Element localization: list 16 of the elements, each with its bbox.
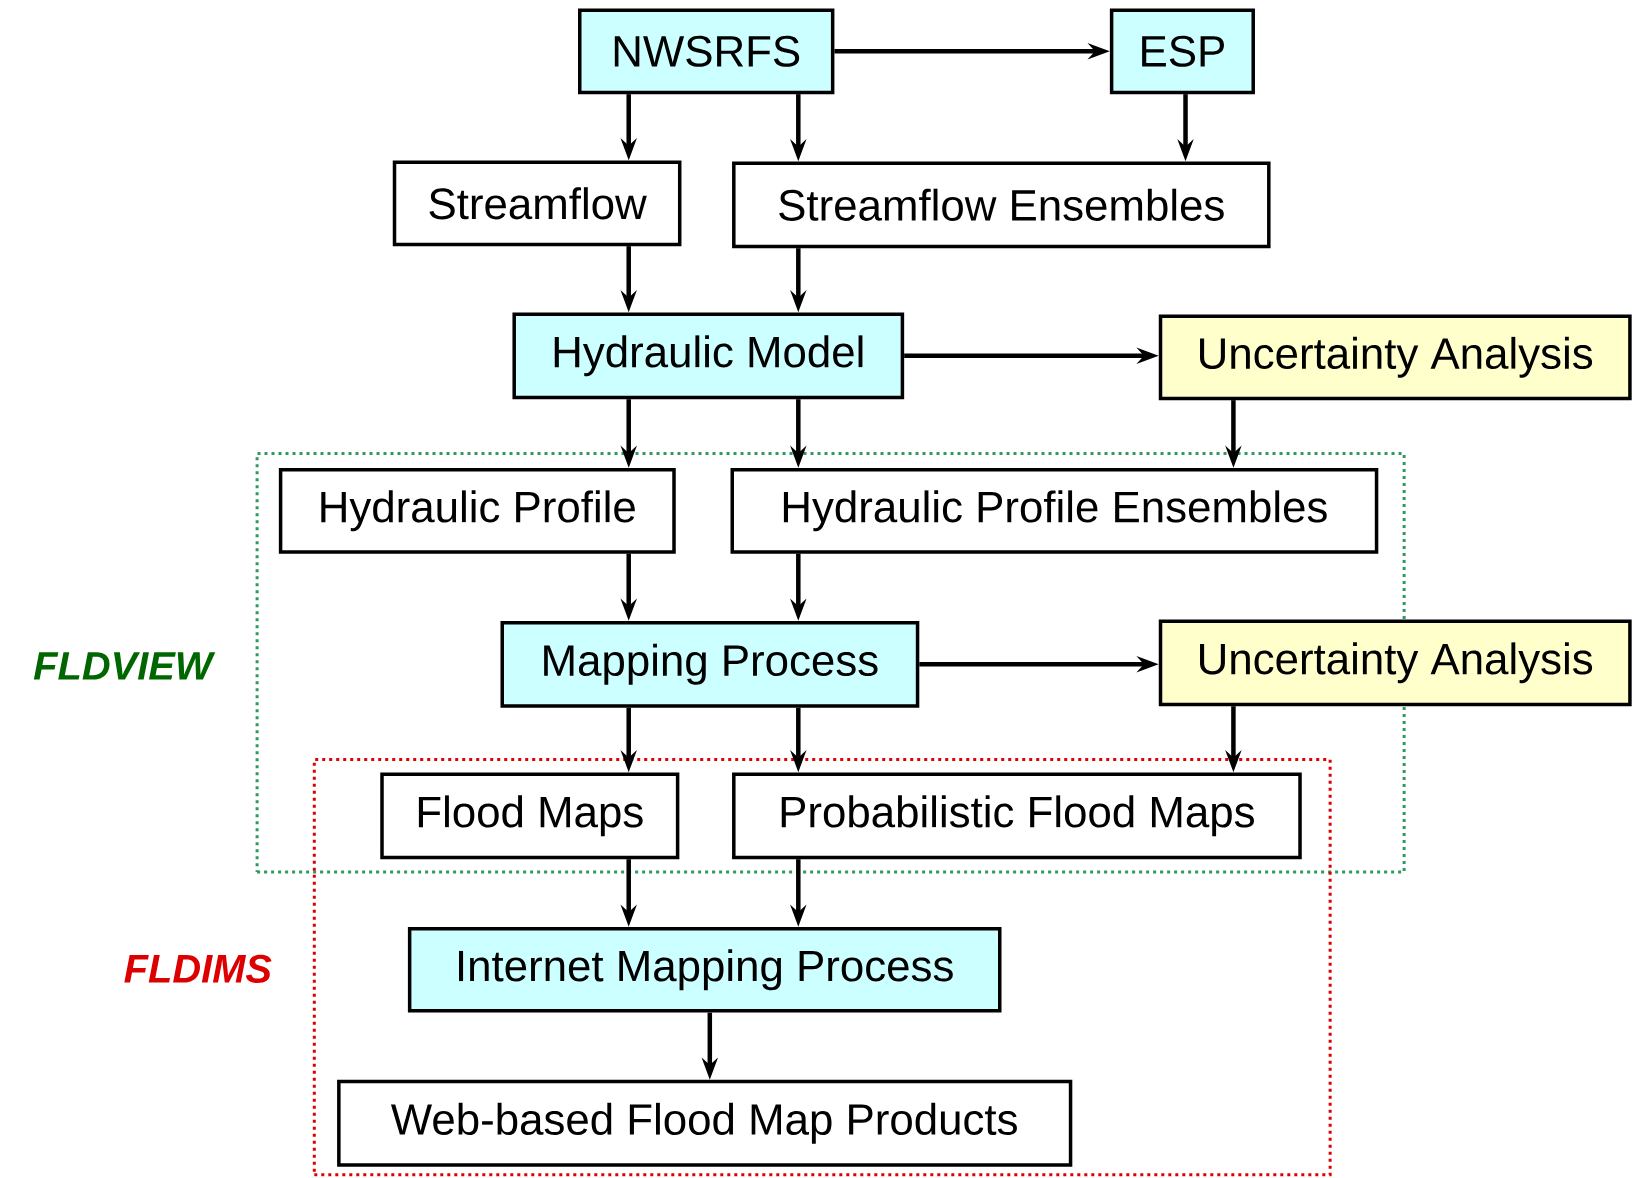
- process-box: Probabilistic Flood Maps: [732, 772, 1302, 860]
- process-box: Hydraulic Profile: [278, 467, 676, 554]
- process-box: Mapping Process: [500, 620, 920, 708]
- process-box: Flood Maps: [380, 772, 680, 860]
- process-box: NWSRFS: [578, 8, 835, 95]
- node-label: FLDIMS: [124, 954, 272, 983]
- process-box: Hydraulic Profile Ensembles: [730, 467, 1379, 554]
- process-box: Uncertainty Analysis: [1158, 619, 1632, 707]
- process-box: Streamflow Ensembles: [732, 161, 1271, 249]
- process-box: Internet Mapping Process: [407, 926, 1002, 1013]
- process-box: Hydraulic Model: [512, 312, 905, 400]
- node-label: FLDVIEW: [33, 652, 216, 680]
- process-box: Web-based Flood Map Products: [337, 1079, 1073, 1167]
- process-box: Streamflow: [392, 160, 682, 247]
- process-box: Uncertainty Analysis: [1158, 314, 1632, 401]
- process-box: ESP: [1109, 8, 1255, 95]
